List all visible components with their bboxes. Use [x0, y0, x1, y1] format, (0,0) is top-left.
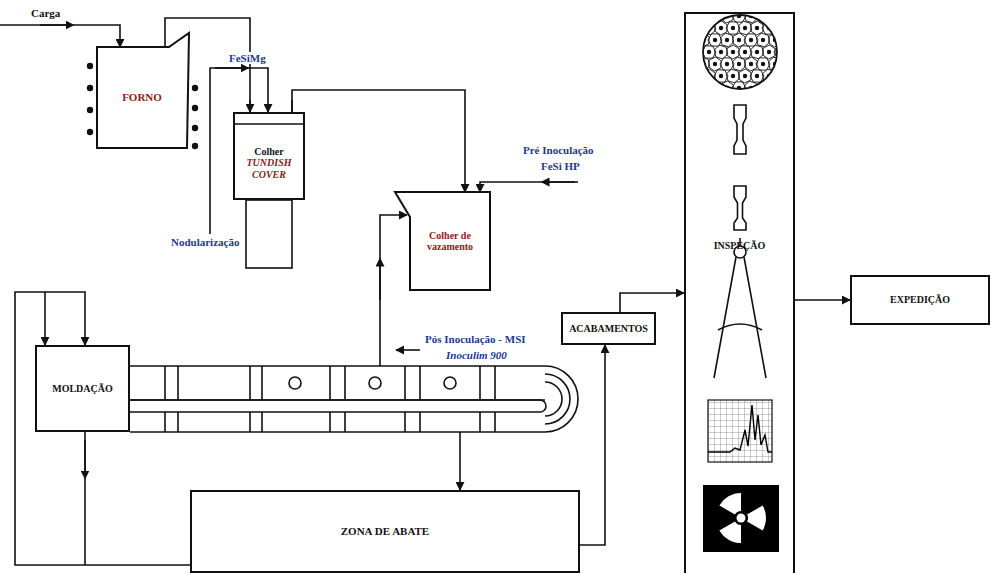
tundish-cover — [233, 123, 305, 125]
fesimg-arrow — [215, 67, 245, 69]
furnace-box: FORNO — [97, 47, 187, 148]
additive-label: FeSiMg — [228, 52, 267, 64]
pre-inoculation-arrow — [545, 181, 575, 183]
pouring-line — [380, 215, 407, 366]
flow-arrow — [580, 345, 605, 545]
mould-conveyor — [130, 366, 578, 432]
flow-arrow — [165, 18, 250, 112]
process-label: Pré Inoculação — [522, 144, 595, 156]
finishing-box: ACABAMENTOS — [561, 312, 656, 345]
process-label: Pós Inoculação - MSI — [424, 333, 527, 345]
flow-arrow — [620, 293, 684, 312]
sand-feed-line — [44, 292, 46, 345]
tundish-spouts — [250, 100, 292, 112]
tundish-ladle: ColherTUNDISH COVER — [233, 112, 305, 200]
post-inoculation-arrow — [396, 349, 420, 351]
additive-label: FeSi HP — [540, 160, 581, 172]
tundish-body — [246, 200, 292, 268]
flask-return-line — [84, 432, 86, 565]
moulding-box: MOLDAÇÃO — [35, 345, 130, 432]
inspection-panel: INSPEÇÃO — [684, 12, 795, 573]
radiation-symbol — [703, 485, 779, 552]
node-text: MOLDAÇÃO — [49, 383, 116, 395]
furnace-coils — [87, 63, 198, 149]
flow-arrow — [292, 90, 465, 192]
spectrum-graph — [708, 400, 772, 462]
round-tensile-specimen — [734, 186, 746, 230]
node-text: FORNO — [119, 91, 165, 104]
additive-label: Inoculim 900 — [445, 349, 508, 361]
flask-return-arrow — [84, 440, 86, 475]
node-text: Colher — [251, 146, 286, 158]
shakeout-line — [459, 432, 461, 490]
caliper-icon — [714, 238, 766, 378]
node-text: ZONA DE ABATE — [338, 525, 432, 538]
pre-inoculation-line — [480, 182, 578, 192]
node-text: INSPEÇÃO — [711, 240, 769, 252]
charge-arrow — [40, 24, 70, 26]
node-text: EXPEDIÇÃO — [887, 294, 953, 306]
flat-tensile-specimen — [734, 105, 746, 154]
node-text: ACABAMENTOS — [566, 323, 651, 335]
input-label: Carga — [30, 7, 61, 19]
process-label: Nodularização — [170, 236, 240, 248]
pouring-arrow — [379, 262, 381, 300]
node-text: Colher de vazamento — [410, 230, 490, 253]
pouring-ladle: Colher de vazamento — [395, 192, 490, 290]
node-text: TUNDISH COVER — [235, 157, 303, 180]
flow-arrow — [15, 292, 190, 565]
microstructure-icon — [696, 9, 788, 95]
shakeout-box: ZONA DE ABATE — [190, 490, 580, 573]
charge-line — [0, 25, 120, 47]
shipping-box: EXPEDIÇÃO — [850, 275, 990, 325]
flow-arrow — [795, 299, 850, 301]
